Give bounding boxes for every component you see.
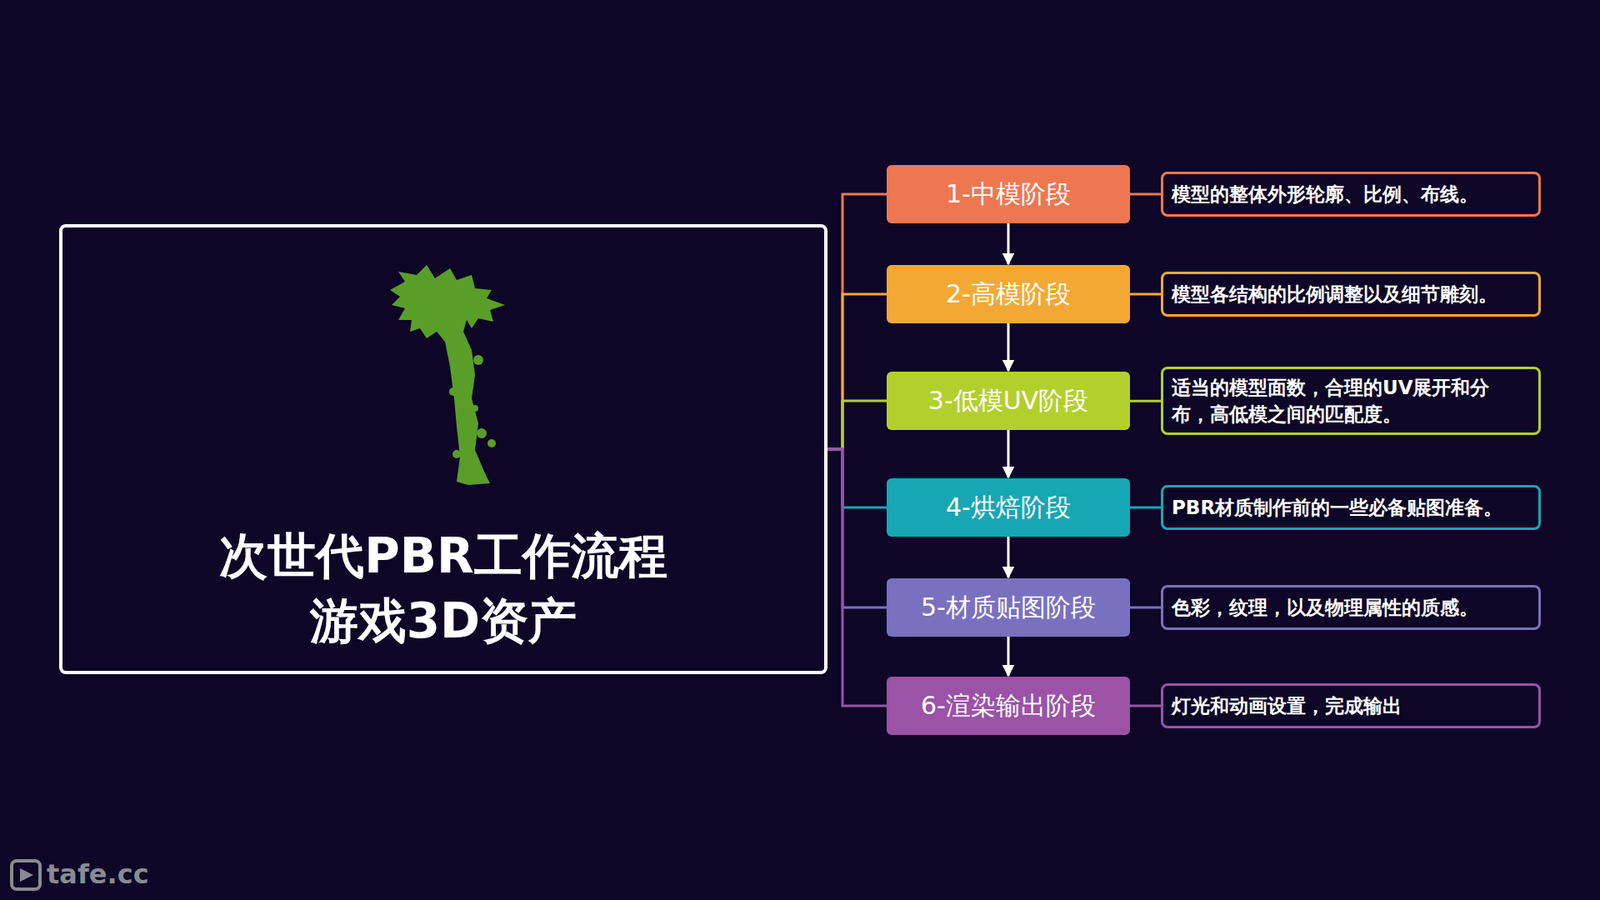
connector-line — [827, 400, 887, 450]
stage-description: 适当的模型面数，合理的UV展开和分 布，高低模之间的匹配度。 — [1171, 374, 1530, 428]
description-box: PBR材质制作前的一些必备贴图准备。 — [1160, 485, 1541, 530]
connector-line — [827, 294, 887, 450]
flow-arrow — [1007, 536, 1010, 578]
connector-line — [827, 194, 887, 450]
stage-name: 3-低模UV阶段 — [928, 383, 1089, 419]
connector-line — [1130, 705, 1161, 708]
description-box: 灯光和动画设置，完成输出 — [1160, 683, 1541, 729]
connector-line — [1130, 293, 1161, 296]
stage-description: 灯光和动画设置，完成输出 — [1171, 692, 1530, 720]
connector-line — [1130, 193, 1161, 196]
stage-name: 5-材质贴图阶段 — [920, 590, 1096, 625]
stage-box: 5-材质贴图阶段 — [886, 578, 1130, 637]
stage-box: 3-低模UV阶段 — [886, 371, 1130, 430]
title-panel: 次世代PBR工作流程游戏3D资产 — [59, 224, 828, 675]
flow-arrow — [1007, 323, 1010, 371]
connector-line — [1130, 400, 1161, 403]
description-box: 色彩，纹理，以及物理属性的质感。 — [1160, 585, 1541, 630]
flow-arrow — [1007, 636, 1010, 676]
stage-name: 4-烘焙阶段 — [945, 490, 1071, 525]
connector-line — [827, 449, 887, 608]
stage-description: 模型的整体外形轮廓、比例、布线。 — [1171, 180, 1530, 208]
stage-box: 4-烘焙阶段 — [886, 478, 1130, 537]
stage-name: 6-渲染输出阶段 — [920, 688, 1096, 724]
title-text: 次世代PBR工作流程 — [219, 523, 667, 589]
description-box: 模型的整体外形轮廓、比例、布线。 — [1160, 171, 1541, 217]
stage-description: 色彩，纹理，以及物理属性的质感。 — [1171, 594, 1530, 621]
stage-description: 模型各结构的比例调整以及细节雕刻。 — [1171, 280, 1530, 308]
stage-box: 2-高模阶段 — [886, 265, 1130, 324]
description-box: 模型各结构的比例调整以及细节雕刻。 — [1160, 271, 1541, 317]
stage-name: 1-中模阶段 — [945, 176, 1071, 212]
watermark: tafe.cc — [46, 858, 150, 890]
connector-line — [1130, 606, 1161, 610]
stage-box: 1-中模阶段 — [886, 165, 1130, 224]
stage-name: 2-高模阶段 — [945, 276, 1071, 312]
flow-arrow — [1007, 223, 1010, 265]
flow-arrow — [1007, 430, 1010, 478]
connector-line — [827, 449, 887, 706]
description-box: 适当的模型面数，合理的UV展开和分 布，高低模之间的匹配度。 — [1160, 366, 1541, 435]
stage-box: 6-渲染输出阶段 — [886, 676, 1130, 735]
stage-description: PBR材质制作前的一些必备贴图准备。 — [1171, 494, 1530, 521]
title-text: 游戏3D资产 — [310, 588, 578, 654]
connector-line — [827, 449, 887, 508]
watermark-icon — [11, 860, 40, 890]
connector-line — [1130, 506, 1161, 510]
green-axe-illustration — [390, 265, 505, 485]
